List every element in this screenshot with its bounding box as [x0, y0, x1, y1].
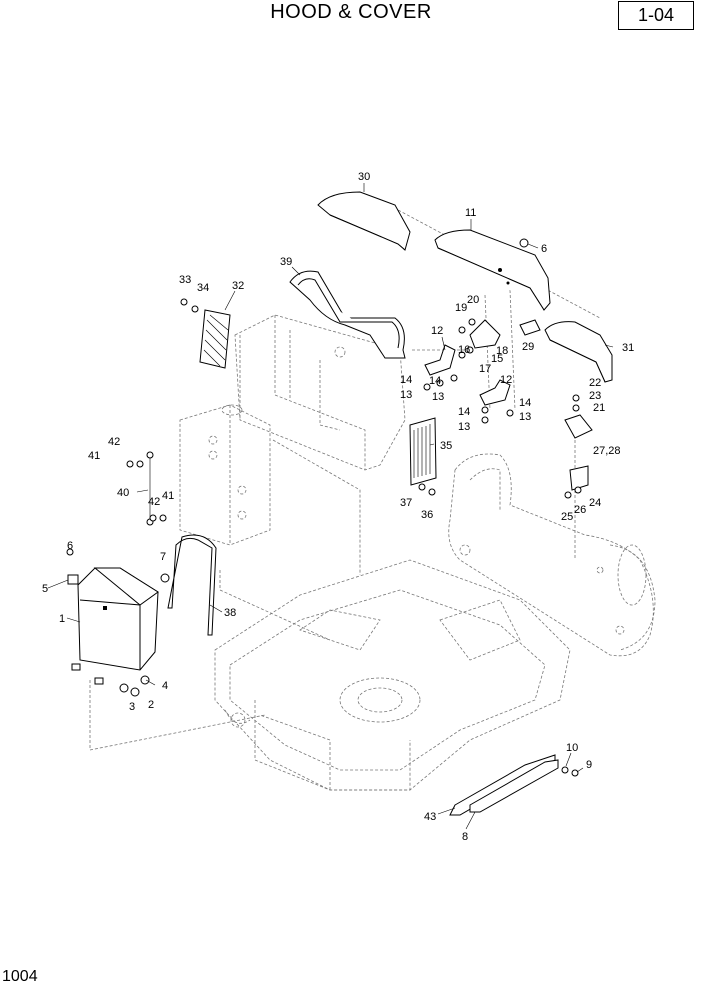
callout-9: 9: [586, 759, 592, 771]
callout-14: 14: [458, 406, 470, 418]
callout-13: 13: [519, 411, 531, 423]
callout-3: 3: [129, 701, 135, 713]
undercovers-43-8: [449, 754, 559, 816]
callout-12: 12: [500, 374, 512, 386]
callout-29: 29: [522, 341, 534, 353]
callout-42: 42: [108, 436, 120, 448]
cable-40: [146, 451, 154, 526]
callout-1: 1: [59, 613, 65, 625]
callout-41: 41: [162, 490, 174, 502]
callout-38: 38: [224, 607, 236, 619]
callout-labels: 30 11 6 39 33 34 32 20 19 12 29 31 18 15…: [42, 171, 634, 843]
callout-14: 14: [519, 397, 531, 409]
callout-22: 22: [589, 377, 601, 389]
page-title: HOOD & COVER: [270, 1, 432, 23]
hood-cover-30: [317, 191, 411, 251]
callout-7: 7: [160, 551, 166, 563]
small-fasteners: [66, 238, 582, 777]
leader-lines: [47, 183, 614, 830]
callout-42: 42: [148, 496, 160, 508]
callout-13: 13: [458, 421, 470, 433]
callout-16: 16: [458, 344, 470, 356]
callout-27-28: 27,28: [593, 445, 621, 457]
callout-31: 31: [622, 342, 634, 354]
callout-13: 13: [400, 389, 412, 401]
side-cover-1: [67, 567, 159, 671]
callout-11: 11: [465, 207, 476, 219]
callout-21: 21: [593, 402, 605, 414]
callout-26: 26: [574, 504, 586, 516]
callout-10: 10: [566, 742, 578, 754]
page-number: 1004: [2, 968, 38, 985]
hood-cover-31: [544, 321, 613, 383]
counterweight-outline: [448, 453, 656, 657]
callout-33: 33: [179, 274, 191, 286]
callout-5: 5: [42, 583, 48, 595]
callout-14: 14: [400, 374, 412, 386]
callout-12: 12: [431, 325, 443, 337]
callout-39: 39: [280, 256, 292, 268]
callout-18: 18: [496, 345, 508, 357]
callout-8: 8: [462, 831, 468, 843]
upper-frame-outline: [214, 559, 571, 791]
callout-6: 6: [67, 540, 73, 552]
callout-34: 34: [197, 282, 209, 294]
callout-23: 23: [589, 390, 601, 402]
callout-41: 41: [88, 450, 100, 462]
tank-outline: [179, 404, 271, 546]
handle-38: [167, 534, 217, 636]
callout-35: 35: [440, 440, 452, 452]
hood-cover-11: [434, 229, 551, 311]
callout-24: 24: [589, 497, 601, 509]
callout-17: 17: [479, 363, 491, 375]
callout-14: 14: [429, 375, 441, 387]
callout-19: 19: [455, 302, 467, 314]
grille-32: [199, 309, 231, 369]
callout-36: 36: [421, 509, 433, 521]
page-reference: 1-04: [618, 1, 694, 30]
callout-30: 30: [358, 171, 370, 183]
callout-13: 13: [432, 391, 444, 403]
brackets-12-17-18: [424, 319, 593, 491]
callout-40: 40: [117, 487, 129, 499]
callout-25: 25: [561, 511, 573, 523]
callout-43: 43: [424, 811, 436, 823]
callout-20: 20: [467, 294, 479, 306]
callout-15: 15: [491, 353, 503, 365]
engine-box-outline: [234, 314, 406, 471]
callout-37: 37: [400, 497, 412, 509]
callout-2: 2: [148, 699, 154, 711]
callout-4: 4: [162, 680, 168, 692]
panel-35: [409, 417, 437, 486]
callout-6: 6: [541, 243, 547, 255]
seal-39: [289, 270, 406, 359]
callout-32: 32: [232, 280, 244, 292]
